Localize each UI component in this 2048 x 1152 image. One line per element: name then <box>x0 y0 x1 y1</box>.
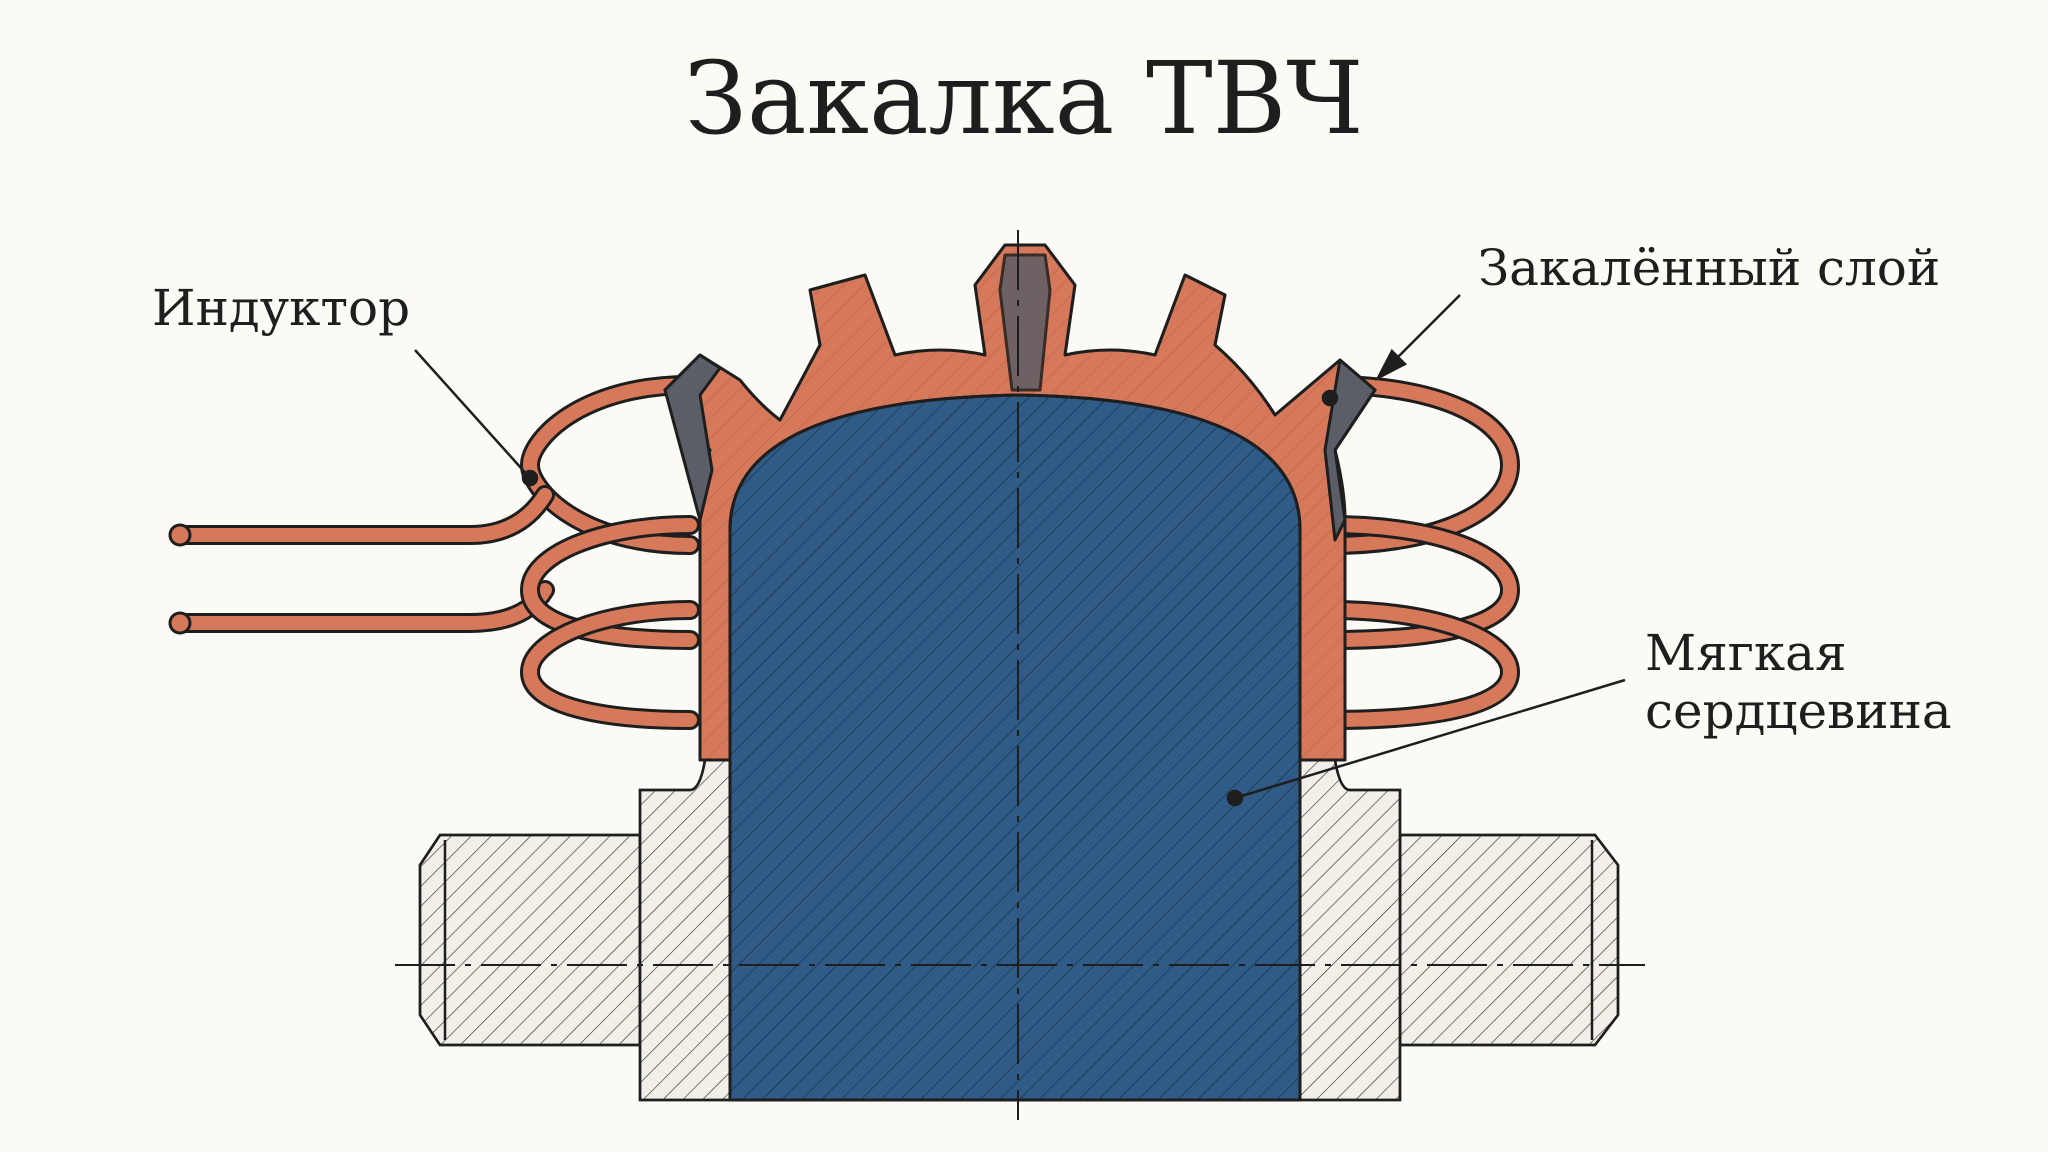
center-lines <box>395 230 1645 1120</box>
shaft <box>418 758 1620 1102</box>
inductor-label: Индуктор <box>152 279 410 337</box>
gear-hardened-layer <box>663 243 1377 1102</box>
soft-core-label-line1: Мягкая <box>1645 624 1847 682</box>
soft-core-label-line2: сердцевина <box>1645 682 1952 740</box>
inductor-coil-front <box>168 485 700 730</box>
diagram-title: Закалка ТВЧ <box>685 40 1364 157</box>
hardened-layer-label: Закалённый слой <box>1478 239 1940 297</box>
inductor-coil-back <box>519 375 1521 730</box>
leader-lines <box>414 294 1626 807</box>
